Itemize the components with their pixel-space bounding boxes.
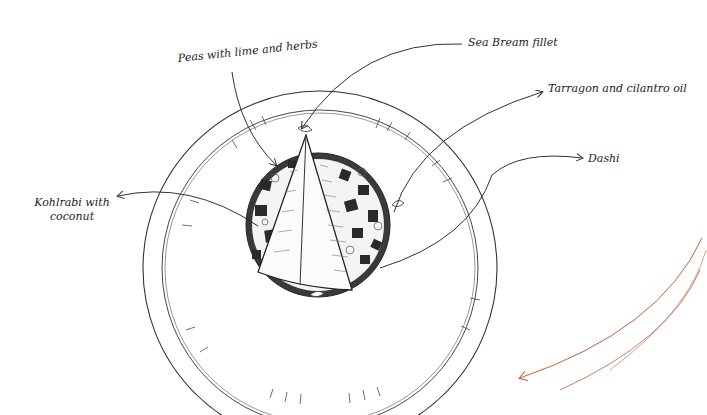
leader-lines [118, 44, 582, 268]
callout-label: Peas with lime and herbs [177, 37, 318, 65]
accent-arrow [520, 238, 702, 378]
callout-label: Dashi [588, 152, 620, 166]
plate [143, 91, 497, 415]
callout-label: Kohlrabi with coconut [30, 196, 114, 224]
callout-label: Tarragon and cilantro oil [548, 82, 687, 96]
food [246, 125, 404, 297]
callout-label: Sea Bream fillet [468, 36, 558, 50]
